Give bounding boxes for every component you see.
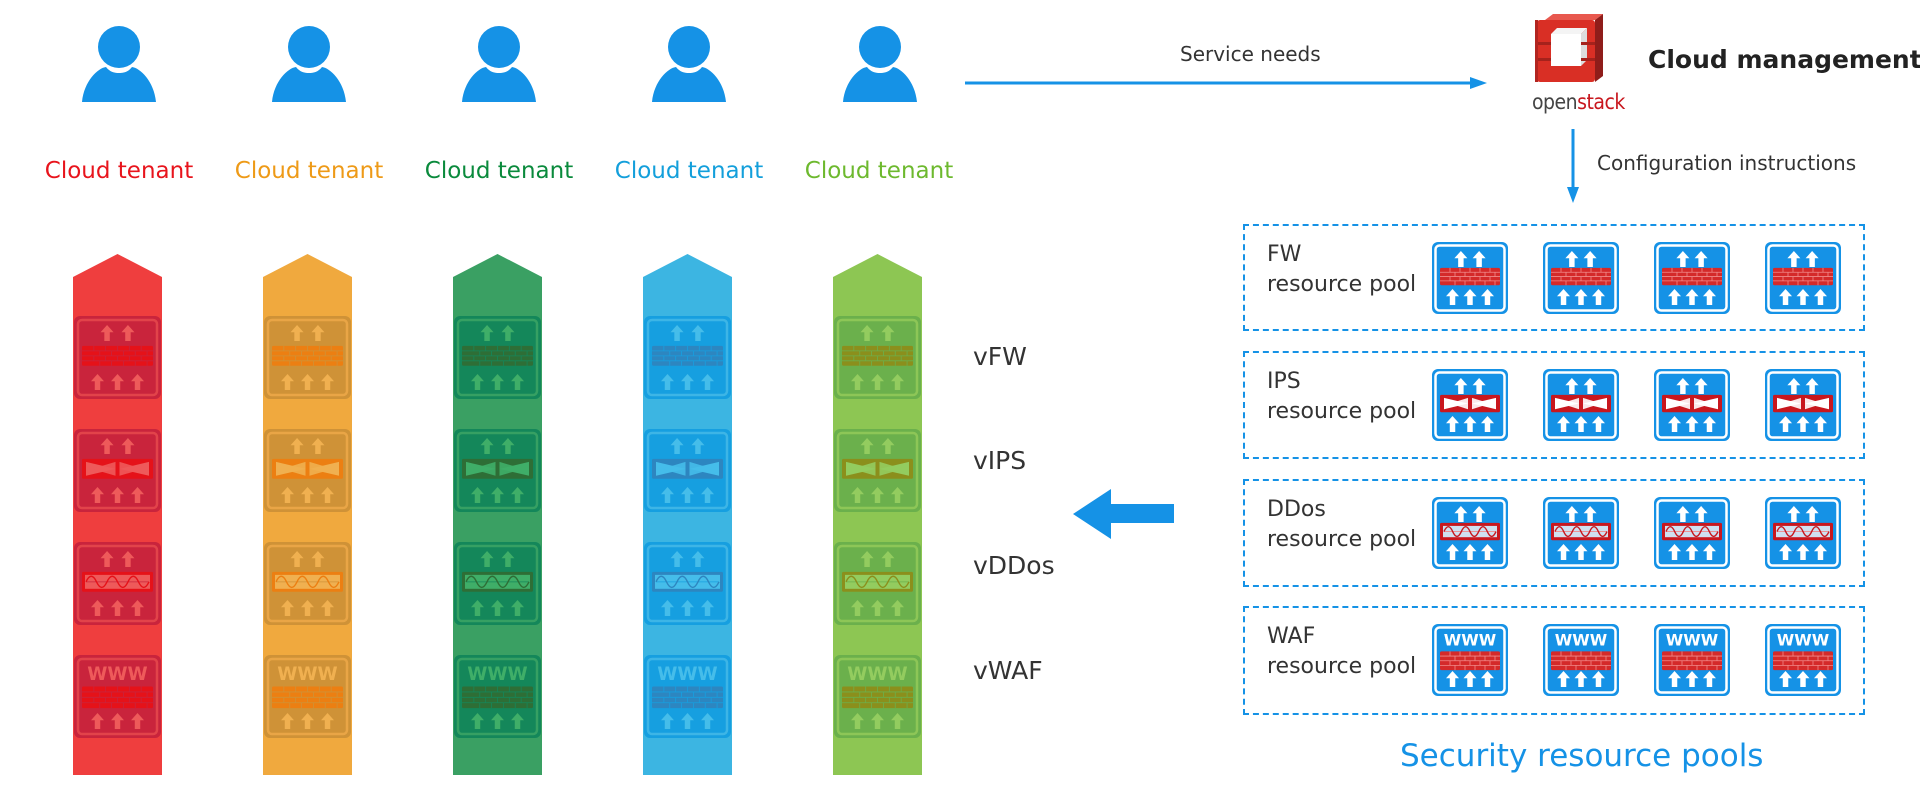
firewall-icon	[834, 316, 921, 399]
tenant-label: Cloud tenant	[804, 158, 954, 184]
tenant-pillar: WWW	[453, 254, 542, 775]
configuration-arrow	[1567, 129, 1579, 203]
firewall-icon	[1765, 242, 1841, 314]
waf-resource-pool: WAF resource pool WWW WWW WWW WWW	[1243, 606, 1865, 715]
ddos-icon	[834, 542, 921, 625]
pool-suffix: resource pool	[1267, 527, 1417, 552]
vfw-label: vFW	[973, 342, 1027, 371]
firewall-icon	[1543, 242, 1619, 314]
svg-text:WWW: WWW	[847, 664, 907, 685]
tenant-label: Cloud tenant	[614, 158, 764, 184]
openstack-word-stack: stack	[1577, 90, 1625, 114]
ddos-icon	[1543, 497, 1619, 569]
user-icon	[650, 26, 728, 102]
pool-name: IPS	[1267, 369, 1301, 394]
svg-text:WWW: WWW	[657, 664, 717, 685]
ips-icon	[1654, 369, 1730, 441]
firewall-icon	[454, 316, 541, 399]
svg-text:WWW: WWW	[1777, 631, 1829, 650]
pool-suffix: resource pool	[1267, 272, 1417, 297]
waf-icon: WWW	[1654, 624, 1730, 696]
pool-name: FW	[1267, 242, 1302, 267]
ddos-icon	[74, 542, 161, 625]
ips-icon	[1432, 369, 1508, 441]
user-icon	[270, 26, 348, 102]
tenant-label: Cloud tenant	[44, 158, 194, 184]
waf-icon: WWW	[644, 655, 731, 738]
ips-icon	[1765, 369, 1841, 441]
firewall-icon	[1432, 242, 1508, 314]
waf-icon: WWW	[1765, 624, 1841, 696]
waf-icon: WWW	[1432, 624, 1508, 696]
pool-name: WAF	[1267, 624, 1316, 649]
ips-resource-pool: IPS resource pool	[1243, 351, 1865, 459]
pool-label: WAF resource pool	[1267, 622, 1416, 682]
ddos-icon	[264, 542, 351, 625]
firewall-icon	[264, 316, 351, 399]
cloud-management-title: Cloud management	[1648, 45, 1920, 74]
svg-text:WWW: WWW	[467, 664, 527, 685]
openstack-wordmark: openstack	[1532, 90, 1625, 114]
svg-text:WWW: WWW	[277, 664, 337, 685]
waf-icon: WWW	[834, 655, 921, 738]
ddos-icon	[454, 542, 541, 625]
svg-text:WWW: WWW	[1666, 631, 1718, 650]
svg-text:WWW: WWW	[87, 664, 147, 685]
ddos-icon	[1432, 497, 1508, 569]
waf-icon: WWW	[74, 655, 161, 738]
pool-label: FW resource pool	[1267, 240, 1416, 300]
ips-icon	[1543, 369, 1619, 441]
user-icon	[460, 26, 538, 102]
tenant-pillar: WWW	[263, 254, 352, 775]
vddos-label: vDDos	[973, 551, 1055, 580]
ips-icon	[454, 429, 541, 512]
openstack-logo-icon	[1535, 14, 1603, 82]
ips-icon	[644, 429, 731, 512]
svg-text:WWW: WWW	[1444, 631, 1496, 650]
ddos-resource-pool: DDos resource pool	[1243, 479, 1865, 587]
pool-name: DDos	[1267, 497, 1326, 522]
user-icon	[841, 26, 919, 102]
pool-label: DDos resource pool	[1267, 495, 1416, 555]
vwaf-label: vWAF	[973, 656, 1043, 685]
ips-icon	[834, 429, 921, 512]
waf-icon: WWW	[454, 655, 541, 738]
service-needs-arrow	[965, 77, 1487, 89]
ddos-icon	[644, 542, 731, 625]
tenant-pillar: WWW	[643, 254, 732, 775]
waf-icon: WWW	[264, 655, 351, 738]
tenant-label: Cloud tenant	[424, 158, 574, 184]
ddos-icon	[1765, 497, 1841, 569]
firewall-icon	[1654, 242, 1730, 314]
user-icon	[80, 26, 158, 102]
fw-resource-pool: FW resource pool	[1243, 224, 1865, 331]
ddos-icon	[1654, 497, 1730, 569]
ips-icon	[264, 429, 351, 512]
firewall-icon	[74, 316, 161, 399]
security-resource-pools-title: Security resource pools	[1400, 738, 1764, 774]
pool-label: IPS resource pool	[1267, 367, 1416, 427]
waf-icon: WWW	[1543, 624, 1619, 696]
tenant-pillar: WWW	[73, 254, 162, 775]
vips-label: vIPS	[973, 446, 1027, 475]
firewall-icon	[644, 316, 731, 399]
provision-arrow-left	[1073, 489, 1174, 539]
openstack-word-open: open	[1532, 90, 1578, 114]
tenant-label: Cloud tenant	[234, 158, 384, 184]
svg-text:WWW: WWW	[1555, 631, 1607, 650]
pool-suffix: resource pool	[1267, 654, 1417, 679]
pool-suffix: resource pool	[1267, 399, 1417, 424]
tenant-pillar: WWW	[833, 254, 922, 775]
configuration-instructions-label: Configuration instructions	[1597, 151, 1857, 175]
ips-icon	[74, 429, 161, 512]
service-needs-label: Service needs	[1180, 42, 1321, 66]
